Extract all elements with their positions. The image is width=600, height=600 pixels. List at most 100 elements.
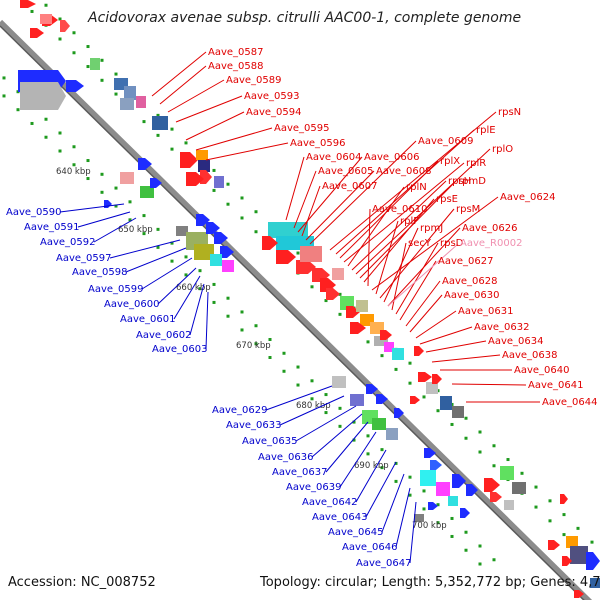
forward-gene-label[interactable]: Aave_0634 xyxy=(488,336,544,347)
reverse-gene-label[interactable]: Aave_0592 xyxy=(40,237,96,248)
gene-feature xyxy=(136,96,146,108)
tick-dot xyxy=(478,544,482,548)
forward-gene-label[interactable]: rplN xyxy=(406,182,427,193)
reverse-gene-label[interactable]: Aave_0590 xyxy=(6,207,62,218)
tick-dot xyxy=(422,395,426,399)
tick-dot xyxy=(72,145,76,149)
forward-gene-label[interactable]: Aave_0606 xyxy=(364,152,420,163)
forward-gene-label[interactable]: Aave_0593 xyxy=(244,91,300,102)
reverse-gene-label[interactable]: Aave_0635 xyxy=(242,436,298,447)
reverse-gene-label[interactable]: Aave_0601 xyxy=(120,314,176,325)
reverse-gene-label[interactable]: Aave_0603 xyxy=(152,344,208,355)
tick-dot xyxy=(394,367,398,371)
forward-gene-label[interactable]: Aave_0640 xyxy=(514,365,570,376)
label-connector xyxy=(351,180,447,271)
forward-gene-label[interactable]: Aave_0609 xyxy=(418,136,474,147)
forward-gene-label[interactable]: Aave_0628 xyxy=(442,276,498,287)
reverse-gene-label[interactable]: Aave_0600 xyxy=(104,299,160,310)
reverse-gene-label[interactable]: Aave_0642 xyxy=(302,497,358,508)
forward-gene-label[interactable]: rplX xyxy=(440,156,460,167)
tick-dot xyxy=(492,444,496,448)
label-connector xyxy=(305,170,375,241)
label-connector xyxy=(363,198,435,283)
reverse-gene-label[interactable]: Aave_0602 xyxy=(136,330,192,341)
forward-gene-label[interactable]: rplO xyxy=(492,144,513,155)
tick-dot xyxy=(212,168,216,172)
reverse-gene-label[interactable]: Aave_0629 xyxy=(212,405,268,416)
forward-gene-label[interactable]: Aave_0644 xyxy=(542,397,598,408)
forward-gene-label[interactable]: rpsD xyxy=(440,238,464,249)
forward-gene-label[interactable]: Aave_0624 xyxy=(500,192,556,203)
forward-gene-label[interactable]: Aave_0596 xyxy=(290,138,346,149)
forward-gene-label[interactable]: Aave_0594 xyxy=(246,107,302,118)
forward-gene-label[interactable]: rpmD xyxy=(458,176,486,187)
tick-dot xyxy=(240,328,244,332)
forward-gene-label[interactable]: rpsH xyxy=(448,176,471,187)
forward-gene-label[interactable]: rpmJ xyxy=(420,223,443,234)
gene-feature xyxy=(452,406,464,418)
tick-dot xyxy=(310,285,314,289)
tick-dot xyxy=(142,214,146,218)
gene-feature xyxy=(30,28,44,38)
tick-dot xyxy=(408,381,412,385)
forward-gene-label[interactable]: Aave_0641 xyxy=(528,380,584,391)
gene-feature xyxy=(20,82,66,110)
forward-gene-label[interactable]: Aave_0605 xyxy=(318,166,374,177)
forward-gene-label[interactable]: rplF xyxy=(400,216,419,227)
forward-gene-label[interactable]: Aave_0588 xyxy=(208,61,264,72)
forward-gene-label[interactable]: Aave_0595 xyxy=(274,123,330,134)
kbp-tick-label: 670 kbp xyxy=(236,341,271,351)
tick-dot xyxy=(58,149,62,153)
forward-gene-label[interactable]: Aave_0627 xyxy=(438,256,494,267)
forward-gene-label[interactable]: secY xyxy=(408,238,432,249)
gene-feature xyxy=(448,496,458,506)
forward-gene-label[interactable]: rpsN xyxy=(498,107,521,118)
forward-gene-label[interactable]: Aave_0608 xyxy=(376,166,432,177)
reverse-gene-label[interactable]: Aave_0646 xyxy=(342,542,398,553)
reverse-gene-label[interactable]: Aave_0639 xyxy=(286,482,342,493)
forward-gene-label[interactable]: Aave_0630 xyxy=(444,290,500,301)
label-connector xyxy=(59,203,125,213)
tick-dot xyxy=(2,76,6,80)
forward-gene-label[interactable]: rpsE xyxy=(436,194,458,205)
label-connector xyxy=(451,383,527,386)
reverse-gene-label[interactable]: Aave_0643 xyxy=(312,512,368,523)
forward-gene-label[interactable]: Aave_0638 xyxy=(502,350,558,361)
forward-gene-label[interactable]: Aave_0610 xyxy=(372,204,428,215)
gene-feature xyxy=(410,396,420,404)
tick-dot xyxy=(366,340,370,344)
reverse-gene-label[interactable]: Aave_0637 xyxy=(272,467,328,478)
reverse-gene-label[interactable]: Aave_0647 xyxy=(356,558,412,569)
label-connector xyxy=(141,257,193,290)
label-connector xyxy=(189,283,205,336)
forward-gene-label[interactable]: rpsM xyxy=(456,204,480,215)
rna-gene-label[interactable]: Aave_R0002 xyxy=(460,238,522,249)
gene-feature xyxy=(560,494,568,504)
label-connector xyxy=(339,431,377,488)
label-connector xyxy=(371,196,499,291)
reverse-gene-label[interactable]: Aave_0597 xyxy=(56,253,112,264)
tick-dot xyxy=(534,485,538,489)
tick-dot xyxy=(380,448,384,452)
forward-gene-label[interactable]: Aave_0631 xyxy=(458,306,514,317)
forward-gene-label[interactable]: Aave_0626 xyxy=(462,223,518,234)
tick-dot xyxy=(310,397,314,401)
reverse-gene-label[interactable]: Aave_0599 xyxy=(88,284,144,295)
forward-gene-label[interactable]: rplR xyxy=(466,158,486,169)
forward-gene-label[interactable]: Aave_0587 xyxy=(208,47,264,58)
tick-dot xyxy=(100,58,104,62)
label-connector xyxy=(265,385,333,411)
tick-dot xyxy=(408,493,412,497)
tick-dot xyxy=(184,255,188,259)
reverse-gene-label[interactable]: Aave_0645 xyxy=(328,527,384,538)
forward-gene-label[interactable]: Aave_0607 xyxy=(322,181,378,192)
reverse-gene-label[interactable]: Aave_0591 xyxy=(24,222,80,233)
forward-gene-label[interactable]: Aave_0589 xyxy=(226,75,282,86)
tick-dot xyxy=(422,507,426,511)
reverse-gene-label[interactable]: Aave_0633 xyxy=(226,420,282,431)
forward-gene-label[interactable]: rplE xyxy=(476,125,496,136)
forward-gene-label[interactable]: Aave_0604 xyxy=(306,152,362,163)
forward-gene-label[interactable]: Aave_0632 xyxy=(474,322,530,333)
reverse-gene-label[interactable]: Aave_0636 xyxy=(258,452,314,463)
reverse-gene-label[interactable]: Aave_0598 xyxy=(72,267,128,278)
